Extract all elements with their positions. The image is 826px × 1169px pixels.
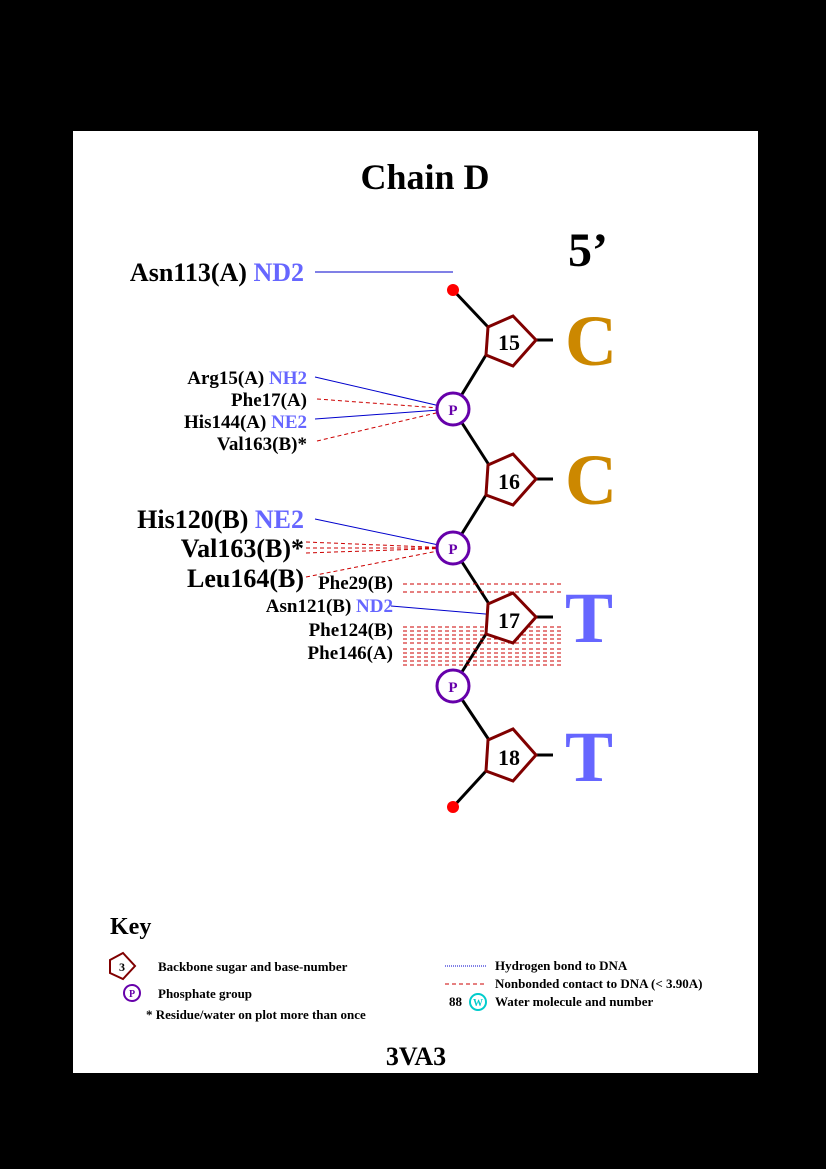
- nonbonded-line: [305, 547, 454, 578]
- key-section: Key 3 Backbone sugar and base-number P P…: [109, 914, 702, 1022]
- dna-interaction-diagram: Chain D 5’: [109, 157, 702, 1071]
- key-phosphate-symbol: P: [129, 989, 135, 1000]
- residue-label-arg15: Arg15(A) NH2: [187, 368, 307, 389]
- nucleotide-number: 17: [498, 608, 520, 633]
- key-multi-desc: * Residue/water on plot more than once: [146, 1007, 366, 1022]
- phosphate-circle: [435, 668, 471, 704]
- residue-label-phe29: Phe29(B): [318, 573, 393, 594]
- residue-label-phe124: Phe124(B): [309, 620, 393, 641]
- nonbonded-line: [316, 408, 454, 442]
- key-phosphate-icon: [123, 984, 141, 1002]
- residue-label-val163-1: Val163(B)*: [217, 434, 307, 455]
- hbond-line: [314, 408, 454, 420]
- key-sugar-icon: [109, 951, 137, 981]
- phosphate-1: P: [435, 391, 471, 427]
- backbone-link: [451, 288, 490, 329]
- key-water-icon: [469, 993, 487, 1011]
- pdb-code: 3VA3: [386, 1042, 446, 1071]
- base-letter: T: [565, 717, 613, 797]
- sugar-16: 16: [484, 452, 539, 507]
- base-letter: T: [565, 578, 613, 658]
- nucleotide-number: 18: [498, 745, 520, 770]
- phosphate-label: P: [448, 542, 457, 558]
- sugar-pentagon: [484, 727, 539, 783]
- base-letter: C: [565, 440, 617, 520]
- key-title: Key: [110, 914, 151, 940]
- phosphate-circle: [435, 391, 471, 427]
- sugar-18: 18: [484, 727, 539, 783]
- sugar-15: 15: [484, 314, 539, 368]
- key-nonbonded-desc: Nonbonded contact to DNA (< 3.90A): [495, 976, 702, 991]
- residue-label-his144: His144(A) NE2: [184, 412, 307, 433]
- sugar-pentagon: [484, 452, 539, 507]
- key-water-symbol: W: [473, 998, 483, 1009]
- phosphate-circle: [435, 530, 471, 566]
- chain-title: Chain D: [360, 157, 489, 197]
- key-water-desc: Water molecule and number: [495, 994, 654, 1009]
- terminal-atom: [447, 284, 459, 296]
- phosphate-label: P: [448, 680, 457, 696]
- residue-label-his120: His120(B) NE2: [137, 505, 304, 534]
- sugar-pentagon: [484, 591, 539, 645]
- hbond-line: [314, 376, 454, 410]
- residue-label-val163-2: Val163(B)*: [181, 534, 304, 563]
- sugar-pentagon: [484, 314, 539, 368]
- key-sugar-desc: Backbone sugar and base-number: [158, 959, 348, 974]
- nonbonded-line: [305, 541, 454, 549]
- phosphate-3: P: [435, 668, 471, 704]
- key-phosphate-desc: Phosphate group: [158, 986, 252, 1001]
- nucleotide-number: 16: [498, 469, 520, 494]
- key-sugar-number: 3: [119, 960, 125, 974]
- nucleotide-number: 15: [498, 330, 520, 355]
- residue-label-phe17: Phe17(A): [231, 390, 307, 411]
- residue-label-phe146: Phe146(A): [308, 643, 393, 664]
- base-letter: C: [565, 301, 617, 381]
- key-water-number: 88: [449, 994, 463, 1009]
- hydrogen-bonds: [314, 271, 510, 617]
- hbond-line: [314, 518, 454, 549]
- residue-label-leu164: Leu164(B): [187, 564, 304, 593]
- nonbonded-line: [316, 398, 454, 410]
- phosphate-2: P: [435, 530, 471, 566]
- sugar-17: 17: [484, 591, 539, 645]
- phosphate-label: P: [448, 403, 457, 419]
- residue-label-asn113: Asn113(A) ND2: [130, 258, 304, 287]
- five-prime-label: 5’: [568, 224, 608, 277]
- residue-label-asn121: Asn121(B) ND2: [266, 596, 393, 617]
- plot-panel: Chain D 5’: [73, 131, 758, 1073]
- terminal-atom: [447, 801, 459, 813]
- backbone-link: [451, 769, 488, 809]
- nonbonded-contacts: [305, 398, 563, 666]
- key-hbond-desc: Hydrogen bond to DNA: [495, 958, 628, 973]
- nonbonded-line: [305, 547, 454, 554]
